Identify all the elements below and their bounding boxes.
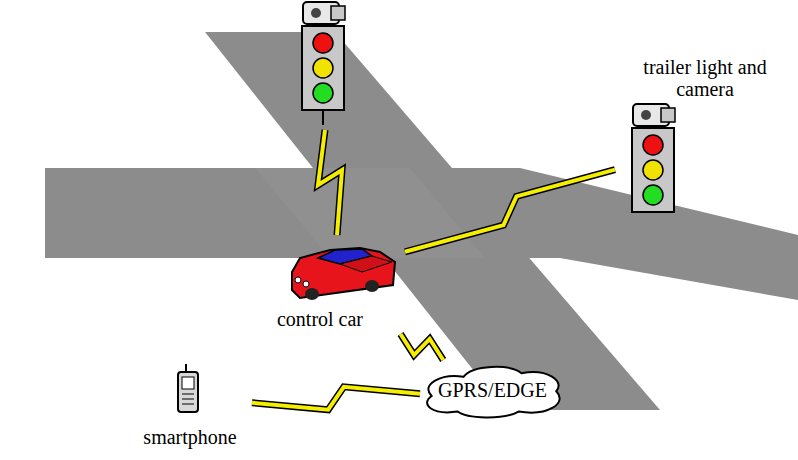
traffic-light	[302, 2, 345, 125]
road	[255, 168, 485, 258]
node-label: trailer light and camera	[621, 56, 789, 100]
road	[205, 32, 660, 410]
wireless-link	[318, 130, 342, 235]
smartphone-node: smartphone	[128, 360, 252, 452]
traffic-light	[632, 104, 675, 212]
wireless-link	[405, 170, 615, 252]
node-label: GPRS/EDGE	[438, 379, 547, 401]
wireless-link	[401, 334, 444, 360]
node-label: control car	[277, 308, 363, 330]
car-node: control car	[235, 236, 405, 334]
node-label: smartphone	[143, 426, 236, 448]
cloud-node: GPRS/EDGE	[420, 360, 565, 420]
traffic-light-node: trailer light and camera	[615, 52, 795, 217]
smartphone-icon	[178, 364, 198, 412]
wireless-link	[252, 387, 420, 410]
car	[292, 248, 395, 300]
